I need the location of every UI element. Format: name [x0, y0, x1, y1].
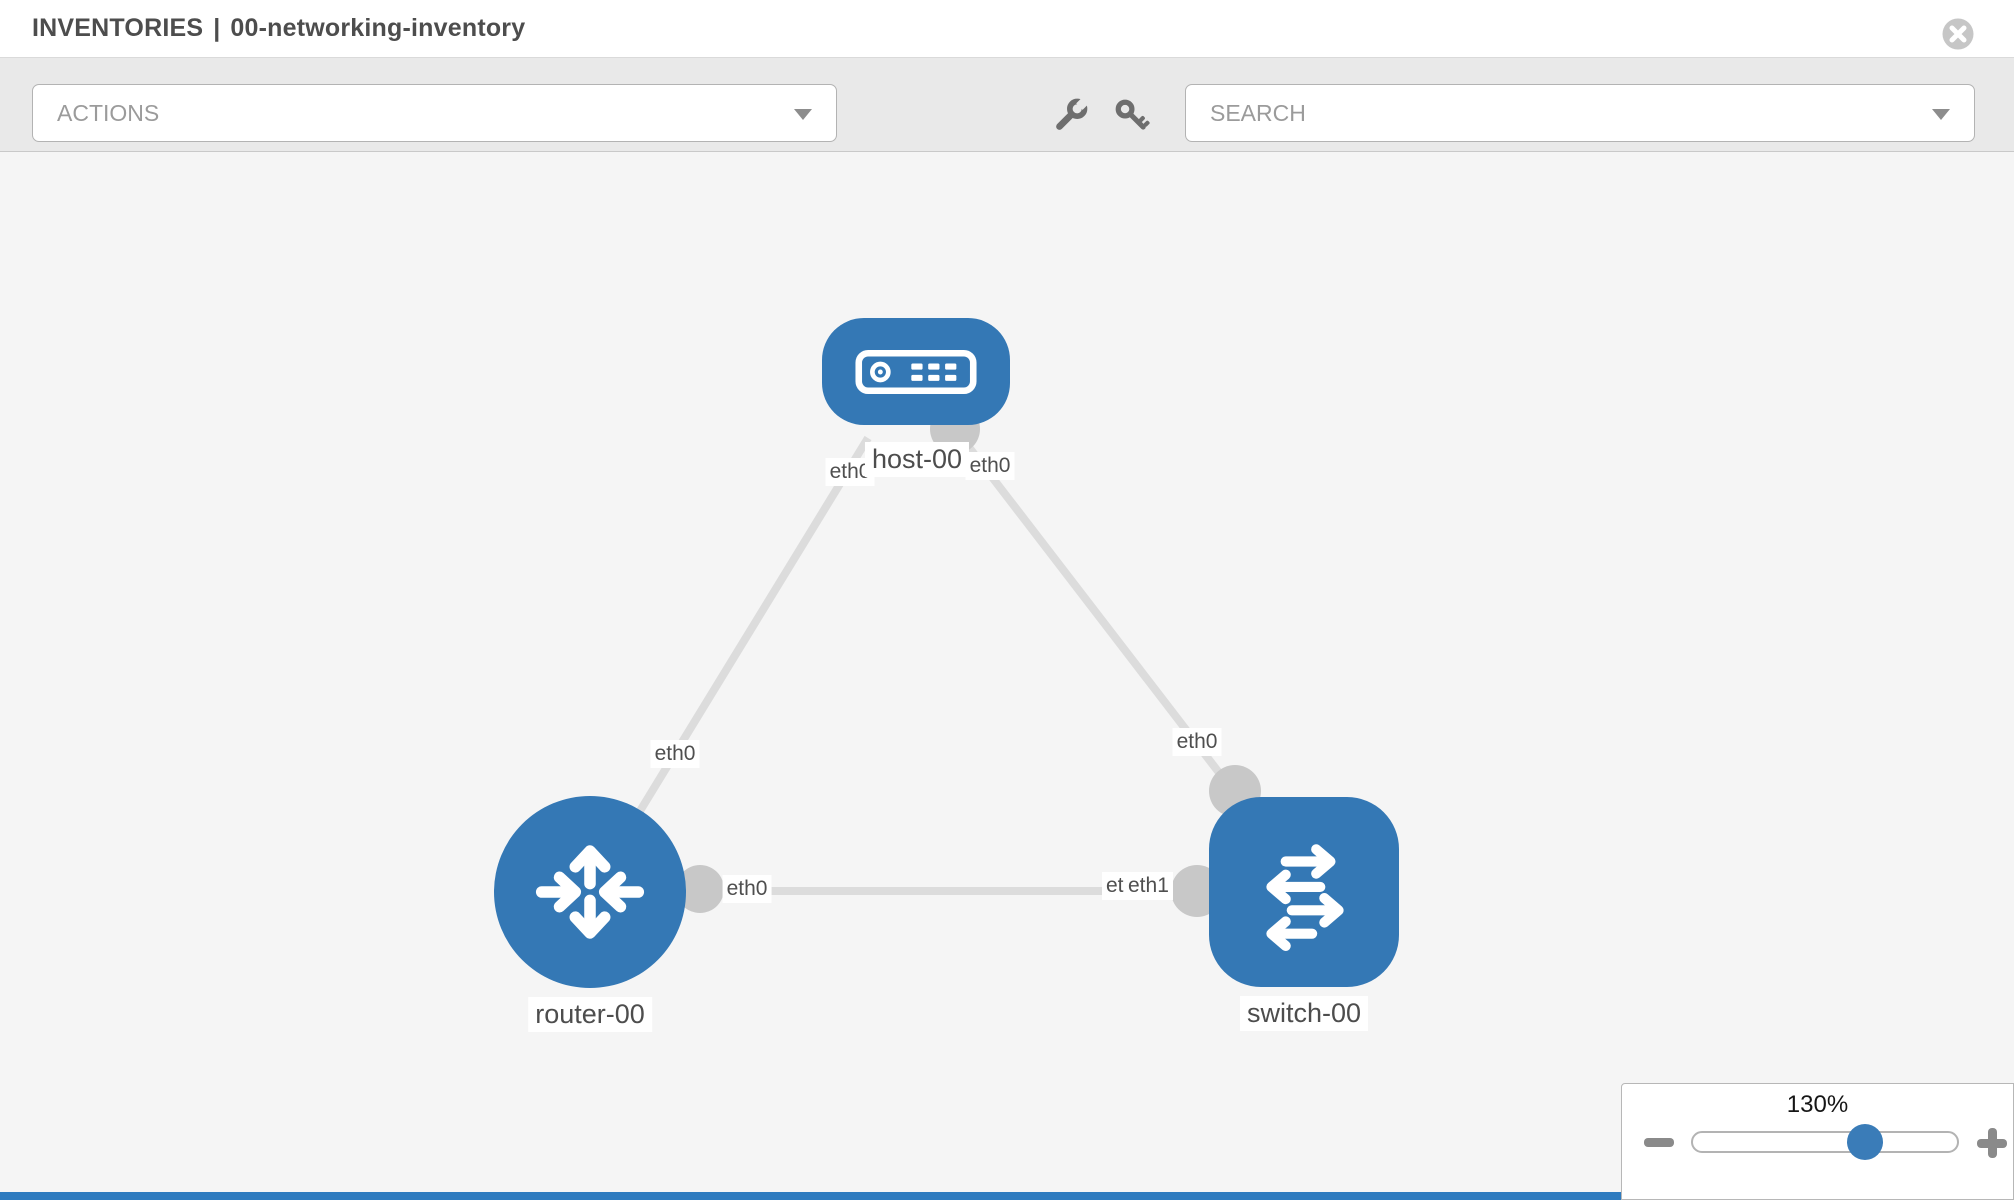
key-icon [1115, 99, 1150, 130]
interface-label: eth1 [1124, 872, 1173, 901]
search-dropdown[interactable]: SEARCH [1185, 84, 1975, 142]
toolbar: ACTIONS SEARC [0, 57, 2014, 152]
node-label-host-00: host-00 [864, 442, 970, 478]
interface-label: eth0 [965, 452, 1015, 481]
chevron-down-icon [794, 109, 812, 120]
page-title-separator: | [213, 14, 221, 42]
node-router-00[interactable] [494, 796, 686, 988]
interface-label: eth0 [1172, 728, 1222, 757]
bottom-accent-bar [0, 1192, 1621, 1200]
node-label-switch-00: switch-00 [1239, 996, 1369, 1032]
router-icon [535, 845, 645, 939]
zoom-slider[interactable] [1691, 1124, 1959, 1160]
switch-icon [1266, 844, 1344, 951]
header: INVENTORIES | 00-networking-inventory [0, 0, 2014, 57]
page-title: INVENTORIES | 00-networking-inventory [32, 0, 525, 57]
search-placeholder: SEARCH [1210, 100, 1306, 126]
zoom-control-panel: 130% [1621, 1083, 2014, 1200]
page-title-section: INVENTORIES [32, 14, 204, 42]
link-host-router [606, 435, 872, 863]
actions-dropdown-label: ACTIONS [57, 100, 160, 126]
close-button[interactable] [1940, 16, 1976, 52]
zoom-level: 130% [1786, 1091, 1849, 1118]
chevron-down-icon [1932, 109, 1950, 120]
links-layer [606, 404, 1261, 917]
zoom-slider-handle[interactable] [1847, 1124, 1883, 1160]
interface-label: eth0 [722, 875, 772, 904]
interface-label-overlap-group: eth0 eth1 [1102, 872, 1174, 902]
page-title-inventory-name: 00-networking-inventory [230, 14, 526, 42]
node-label-router-00: router-00 [528, 997, 652, 1033]
wrench-icon [1056, 97, 1089, 130]
host-device-icon [855, 349, 977, 394]
zoom-out-button[interactable] [1644, 1138, 1674, 1147]
zoom-in-button[interactable] [1977, 1128, 2007, 1158]
node-host-00[interactable] [822, 318, 1010, 425]
actions-dropdown[interactable]: ACTIONS [32, 84, 837, 142]
topology-canvas[interactable]: eth0 eth0 eth0 eth0 eth0 eth0 eth1 host-… [0, 152, 2014, 1200]
interface-bubble-router [676, 865, 724, 913]
node-switch-00[interactable] [1209, 797, 1399, 987]
interface-label: eth0 [650, 740, 700, 769]
credentials-button[interactable] [1110, 94, 1156, 140]
close-icon [1942, 18, 1974, 50]
tools-button[interactable] [1046, 94, 1092, 140]
